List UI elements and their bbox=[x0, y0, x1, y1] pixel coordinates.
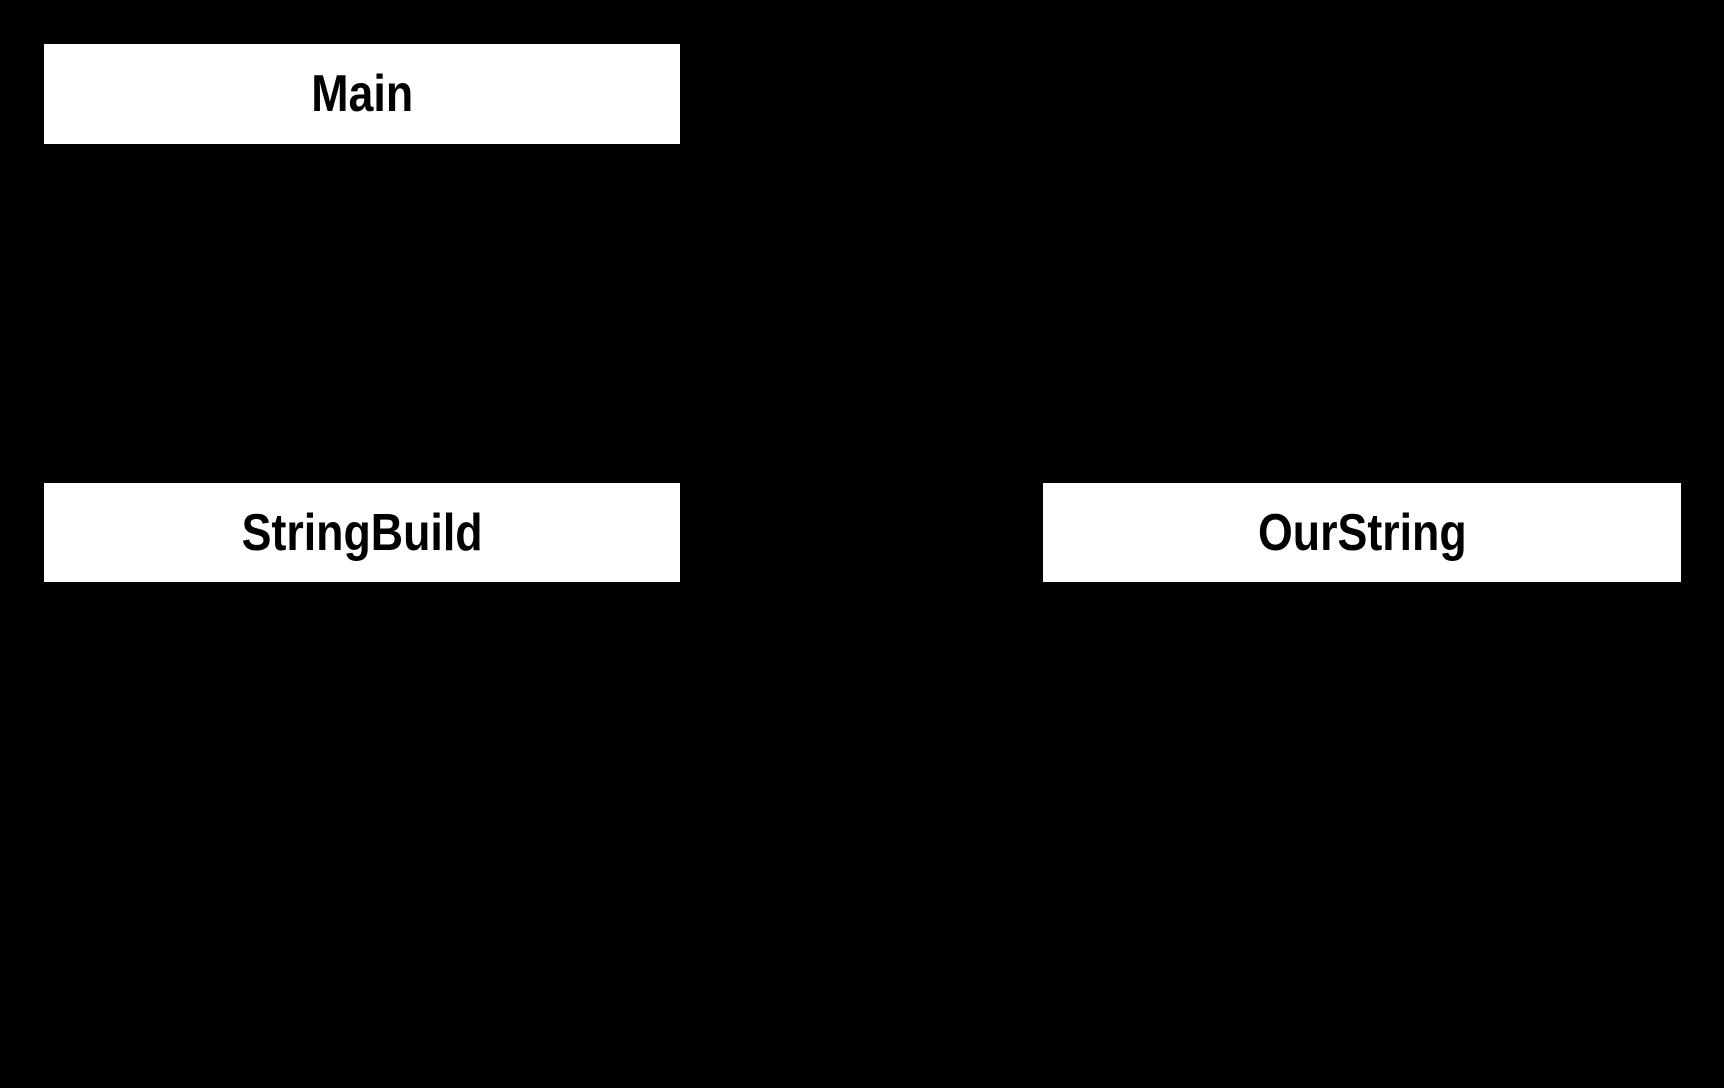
class-box-stringbuild[interactable]: StringBuild bbox=[44, 483, 680, 582]
class-name-stringbuild: StringBuild bbox=[241, 503, 483, 562]
class-box-ourstring[interactable]: OurString bbox=[1043, 483, 1681, 582]
class-name-main: Main bbox=[311, 65, 413, 123]
class-box-main[interactable]: Main bbox=[44, 44, 680, 144]
class-name-ourstring: OurString bbox=[1257, 503, 1467, 562]
